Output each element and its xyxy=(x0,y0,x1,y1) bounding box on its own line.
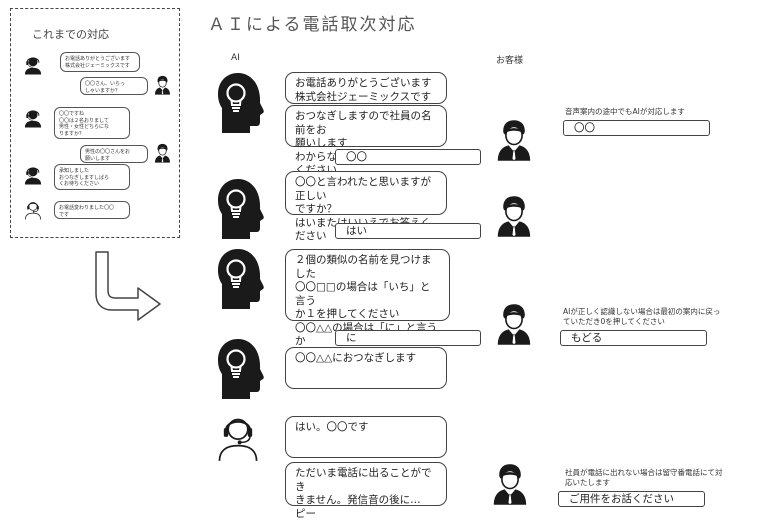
customer-answer-name: 〇〇 xyxy=(335,149,481,165)
staff-icon xyxy=(216,414,260,462)
curved-arrow-icon xyxy=(95,251,161,321)
customer-icon xyxy=(496,194,532,238)
customer-icon xyxy=(154,75,171,95)
legacy-message-greeting: お電話ありがとうございます 株式会社ジェーミックスです xyxy=(60,52,140,72)
note-retry: AIが正しく認識しない場合は最初の案内に戻っ ていただき0を押してください xyxy=(563,307,721,326)
operator-icon xyxy=(24,55,42,75)
customer-answer-ni: に xyxy=(335,330,481,346)
operator-icon xyxy=(24,165,42,185)
voicemail-bubble: ただいま電話に出ることができ きません。発信音の後に… ピー xyxy=(285,462,447,520)
ai-head-icon xyxy=(216,178,264,240)
note-ai-interrupt-box: 〇〇 xyxy=(563,120,710,136)
customer-answer-yes: はい xyxy=(335,223,481,239)
legacy-message-request: 〇〇さん、いらっ しゃいますか？ xyxy=(80,77,148,95)
customer-icon xyxy=(492,462,528,506)
ai-confirm-bubble: 〇〇と言われたと思いますが正しい ですか？ はいまたはいいえでお答えください xyxy=(285,171,447,242)
ai-head-icon xyxy=(216,72,264,134)
staff-icon xyxy=(24,200,42,220)
legacy-message-transfer: 承知しました おつなぎしますしばら くお待ちください xyxy=(54,164,130,190)
note-retry-box: もどる xyxy=(560,330,707,346)
ai-similar-names-bubble: ２個の類似の名前を見つけました 〇〇□□の場合は「いち」と言う か１を押してくだ… xyxy=(285,249,450,361)
legacy-message-specify: 男性の〇〇さんをお 願いします xyxy=(80,145,148,163)
legacy-flow-title: これまでの対応 xyxy=(32,28,109,41)
ai-head-icon xyxy=(216,248,264,310)
ai-connect-bubble: 〇〇△△におつなぎします xyxy=(285,347,447,389)
note-ai-interrupt: 音声案内の途中でもAIが対応します xyxy=(565,107,685,116)
customer-icon xyxy=(154,143,171,163)
legacy-flow-panel xyxy=(10,8,180,238)
ai-ask-name-bubble: おつなぎしますので社員の名前をお 願いします わからない場合は0を押してください xyxy=(285,105,447,176)
staff-answer-bubble: はい。〇〇です xyxy=(285,416,447,458)
customer-icon xyxy=(496,118,532,162)
operator-icon xyxy=(24,108,42,128)
legacy-message-staff: お電話変わりました〇〇 です xyxy=(54,201,130,219)
note-voicemail-box: ご用件をお話ください xyxy=(558,491,705,507)
customer-icon xyxy=(496,302,532,346)
page-title: ＡＩによる電話取次対応 xyxy=(208,15,417,35)
ai-column-label: AI xyxy=(231,53,240,63)
ai-greeting-bubble: お電話ありがとうございます 株式会社ジェーミックスです xyxy=(285,72,447,104)
customer-column-label: お客様 xyxy=(496,56,524,66)
ai-head-icon xyxy=(216,338,264,400)
legacy-message-clarify: 〇〇ですね 〇〇は２名おりまして 男性・女性どちらにな りますか？ xyxy=(54,107,130,139)
note-voicemail: 社員が電話に出れない場合は留守番電話にて対 応いたします xyxy=(565,468,723,487)
